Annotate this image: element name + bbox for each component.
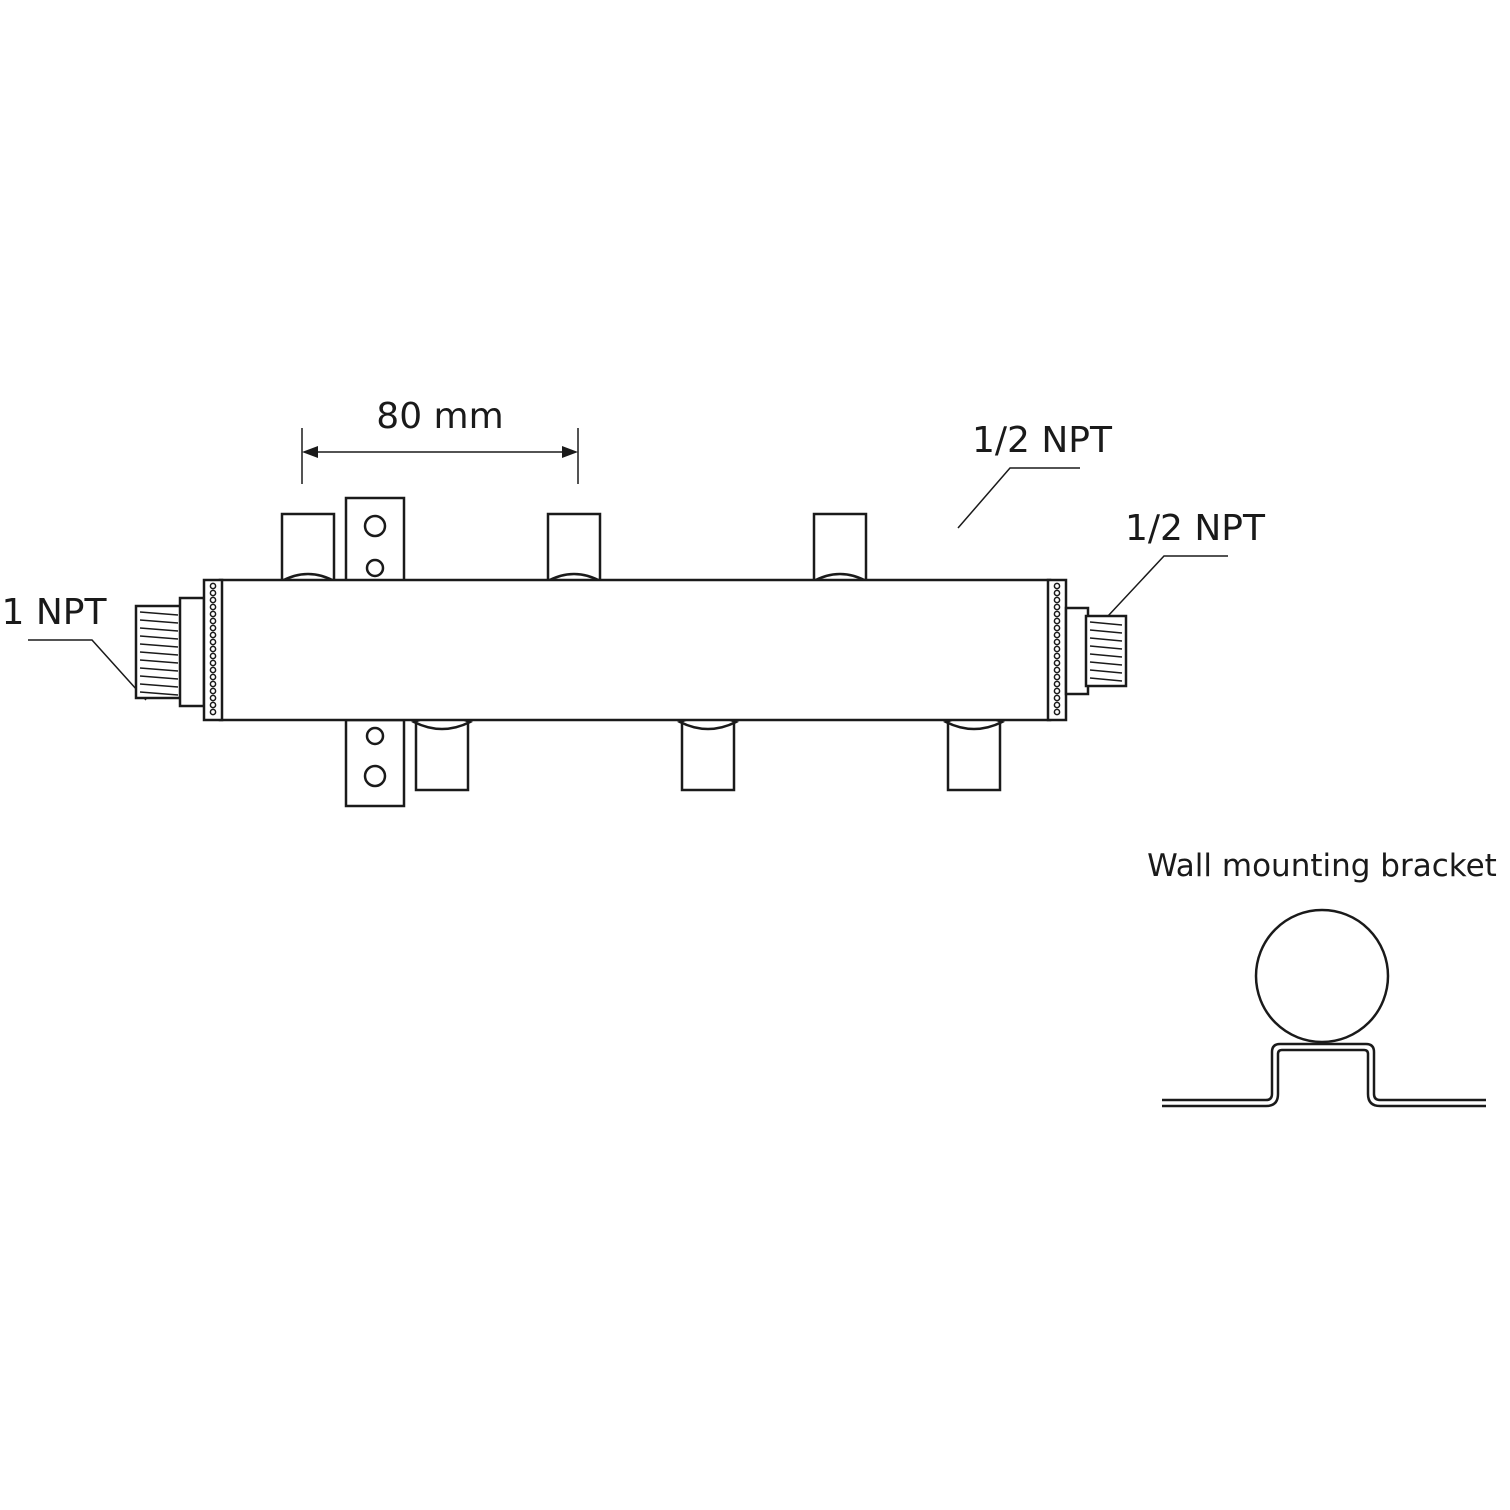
- spacing-dimension: [301, 428, 579, 484]
- inlet-label: 1 NPT: [2, 592, 108, 633]
- mounting-bracket-bottom: [344, 718, 406, 808]
- outlet-top-label: 1/2 NPT: [972, 420, 1113, 461]
- spacing-label: 80 mm: [376, 396, 503, 437]
- outlet-end-label: 1/2 NPT: [1125, 508, 1266, 549]
- mounting-bracket-top: [344, 496, 406, 584]
- outlet-top-leader: [957, 467, 1080, 529]
- outlet-bottom-2: [677, 714, 739, 792]
- bracket-caption: Wall mounting bracket: [1147, 848, 1497, 884]
- end-outlet-fitting: [1064, 606, 1128, 696]
- outlet-bottom-1: [411, 714, 473, 792]
- outlet-end-leader: [1107, 555, 1228, 617]
- bracket-detail: [1162, 908, 1486, 1108]
- outlet-top-2: [543, 512, 605, 589]
- outlet-bottom-3: [943, 714, 1005, 792]
- inlet-leader: [28, 639, 147, 701]
- outlet-top-1: [277, 512, 339, 589]
- inlet-fitting: [134, 596, 206, 708]
- pipe-section-circle: [1254, 908, 1390, 1044]
- outlet-top-3: [809, 512, 871, 589]
- manifold-body: [202, 578, 1068, 722]
- bracket-profile: [1162, 1042, 1486, 1102]
